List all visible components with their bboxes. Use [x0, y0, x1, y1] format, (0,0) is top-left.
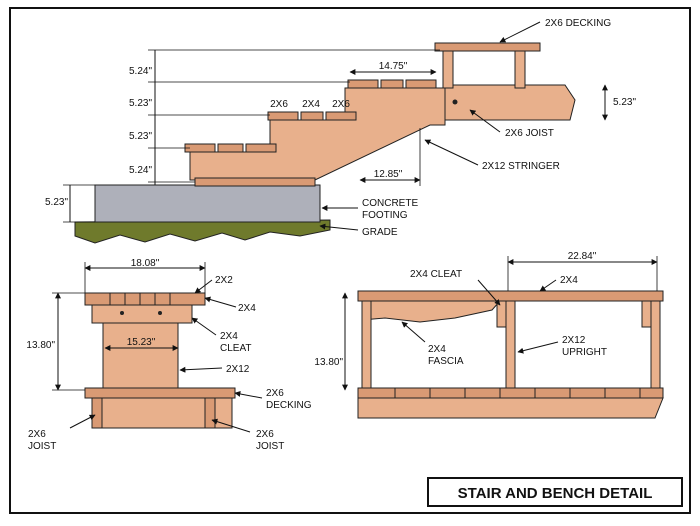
- bench-top-cap: [84, 292, 206, 306]
- bench-leg: [102, 322, 179, 389]
- deck-post: [442, 49, 454, 89]
- joist-left-label-1: 2X6: [28, 429, 46, 440]
- drawing-title: STAIR AND BENCH DETAIL: [458, 485, 653, 502]
- rise-dim-3: 5.23": [129, 131, 152, 142]
- joist-right-label-2: JOIST: [256, 441, 284, 452]
- screw-icon: [158, 311, 162, 315]
- tread-board: [300, 111, 324, 121]
- drawing-border: [9, 7, 691, 514]
- tread-board: [405, 79, 437, 89]
- side-cleat-leader: [477, 279, 501, 306]
- bench-top2-label: 2X4: [238, 303, 256, 314]
- bench-decking-label-2: DECKING: [266, 400, 312, 411]
- concrete-label-2: FOOTING: [362, 210, 408, 221]
- joist-end: [204, 397, 216, 429]
- tread-label-2: 2X4: [302, 99, 320, 110]
- side-cleat-label: 2X4 CLEAT: [410, 269, 462, 280]
- cleat-label-2: CLEAT: [220, 343, 252, 354]
- bench-top-label: 2X2: [215, 275, 233, 286]
- upright-label-2: UPRIGHT: [562, 347, 607, 358]
- tread-board: [267, 111, 299, 121]
- rise-dim-2: 5.23": [129, 98, 152, 109]
- joist-right-label-1: 2X6: [256, 429, 274, 440]
- joist-label: 2X6 JOIST: [505, 128, 554, 139]
- bench-end-view: 18.08" 15.23" 13.80" 2X2 2X4 2X4 CLEAT 2…: [26, 258, 311, 452]
- fascia-label-2: FASCIA: [428, 356, 464, 367]
- bench-cleat-side: [641, 300, 652, 328]
- bench-cleat-side: [496, 300, 507, 328]
- grade-label: GRADE: [362, 227, 398, 238]
- tread-depth-dim: 14.75": [379, 61, 408, 72]
- grade-leader: [319, 223, 359, 231]
- cleat-label-1: 2X4: [220, 331, 238, 342]
- tread-label-3: 2X6: [332, 99, 350, 110]
- stringer-label: 2X12 STRINGER: [482, 161, 560, 172]
- joist-end: [91, 397, 103, 429]
- bench-fascia: [361, 300, 502, 323]
- screw-icon: [120, 311, 124, 315]
- bench-side-joist: [357, 397, 664, 419]
- bench-side-view: 22.84" 13.80" 2X4 CLEAT 2X4 2X4 FASCIA 2…: [314, 251, 664, 419]
- upright-label-1: 2X12: [562, 335, 586, 346]
- title-block: STAIR AND BENCH DETAIL: [427, 477, 683, 507]
- joist-left-leader: [69, 414, 96, 429]
- side-height-dim: 13.80": [314, 357, 343, 368]
- bench-height-dim: 13.80": [26, 340, 55, 351]
- decking-leader: [499, 21, 541, 43]
- tread-board: [325, 111, 357, 121]
- rise-dim-1: 5.24": [129, 66, 152, 77]
- bench-upright: [361, 300, 372, 389]
- top2-leader: [204, 296, 237, 308]
- footing-dim: 5.23": [45, 197, 68, 208]
- stair-elevation: 5.24" 5.23" 5.23" 5.24" 5.23" 14.75" 2X6…: [45, 18, 636, 244]
- decking-leader: [234, 391, 263, 399]
- concrete-label-1: CONCRETE: [362, 198, 418, 209]
- bench-width-dim: 18.08": [131, 258, 160, 269]
- joist-right-leader: [211, 418, 251, 433]
- grade-ground: [74, 219, 331, 244]
- stringer-run-dim: 12.85": [374, 169, 403, 180]
- joist-height-dim: 5.23": [613, 97, 636, 108]
- bench-side-decking: [357, 387, 664, 399]
- bench-upright: [650, 300, 661, 389]
- cleat-leader: [191, 317, 217, 336]
- bench-cleat: [91, 304, 193, 324]
- joist-left-label-2: JOIST: [28, 441, 56, 452]
- fascia-leader: [401, 321, 426, 343]
- tread-board: [380, 79, 404, 89]
- leg-leader: [179, 366, 223, 373]
- concrete-footing: [94, 184, 321, 223]
- span-dim: 22.84": [568, 251, 597, 262]
- bench-decking-label-1: 2X6: [266, 388, 284, 399]
- top-leader: [194, 279, 213, 294]
- tread-board: [245, 143, 277, 153]
- deck-joist: [444, 84, 576, 121]
- bottom-riser: [194, 177, 316, 187]
- bench-upright: [505, 300, 516, 389]
- rise-dim-4: 5.24": [129, 165, 152, 176]
- tread-board: [347, 79, 379, 89]
- tread-board: [217, 143, 244, 153]
- deck-post: [514, 49, 526, 89]
- bench-decking: [84, 387, 236, 399]
- side-top-leader: [539, 279, 557, 292]
- stringer-leader: [424, 139, 479, 166]
- upright-leader: [517, 341, 559, 354]
- side-top-label: 2X4: [560, 275, 578, 286]
- deck-decking: [434, 42, 541, 52]
- title-box: [427, 477, 683, 507]
- bolt-icon: [452, 99, 458, 105]
- decking-label: 2X6 DECKING: [545, 18, 611, 29]
- tread-label-1: 2X6: [270, 99, 288, 110]
- joist-leader: [469, 109, 501, 133]
- fascia-label-1: 2X4: [428, 344, 446, 355]
- inner-width-dim: 15.23": [127, 337, 156, 348]
- bench-top-rail: [357, 290, 664, 302]
- leg-label: 2X12: [226, 364, 250, 375]
